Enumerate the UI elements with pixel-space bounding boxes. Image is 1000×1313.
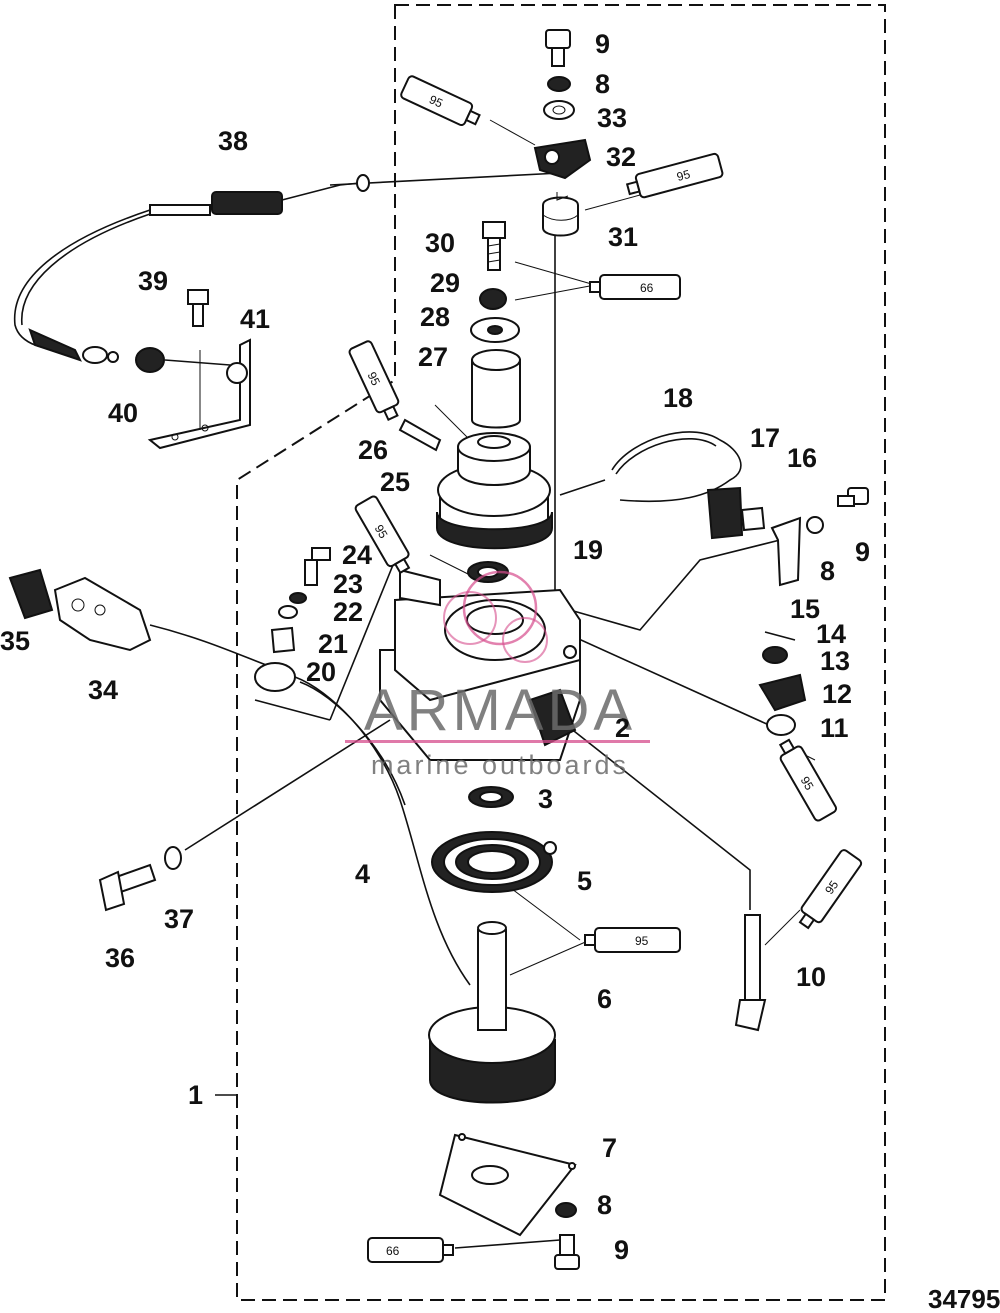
cable-38	[13, 174, 370, 364]
grease-tube-t4: 95	[348, 340, 400, 422]
gear-25	[436, 432, 553, 550]
callout-22: 22	[333, 597, 363, 627]
tube-label: 95	[427, 92, 445, 110]
bracket-assembly	[135, 289, 251, 450]
callout-20: 20	[306, 657, 336, 687]
callout-12: 12	[822, 679, 852, 709]
grease-tube-t6: 95	[778, 738, 838, 822]
callout-23: 23	[333, 569, 363, 599]
bolt-36-washer-37	[98, 846, 182, 912]
grease-tube-t2: 95	[625, 152, 724, 199]
callout-28: 28	[420, 302, 450, 332]
grease-tube-t5: 95	[354, 495, 411, 575]
assembly-boundary	[236, 4, 886, 1301]
callout-6: 6	[597, 984, 612, 1014]
callout-19: 19	[573, 535, 603, 565]
callout-15: 15	[790, 594, 820, 624]
spring-and-pulley	[428, 786, 557, 1104]
callout-32: 32	[606, 142, 636, 172]
tube-label: 95	[798, 774, 817, 793]
grease-tube-t8: 95	[584, 927, 681, 953]
callout-14: 14	[816, 619, 846, 649]
callout-39: 39	[138, 266, 168, 296]
callout-41: 41	[240, 304, 270, 334]
watermark-title: ARMADA	[364, 678, 636, 743]
callout-37: 37	[164, 904, 194, 934]
callout-29: 29	[430, 268, 460, 298]
callout-34: 34	[88, 675, 118, 705]
tube-label: 66	[640, 281, 654, 295]
callout-25: 25	[380, 467, 410, 497]
callout-8-right: 8	[820, 556, 835, 586]
right-parts	[734, 631, 807, 1032]
callout-2: 2	[615, 713, 630, 743]
grease-tube-t9: 66	[367, 1237, 454, 1263]
callout-30: 30	[425, 228, 455, 258]
watermark-subtitle: marine outboards	[371, 750, 629, 780]
callouts: 9 8 33 32 38 31 30 29 28 39 41 27 40 18 …	[0, 29, 870, 1265]
grease-tube-t7: 95	[798, 849, 863, 930]
callout-7: 7	[602, 1133, 617, 1163]
callout-24: 24	[342, 540, 372, 570]
tube-label: 95	[635, 934, 649, 948]
callout-1: 1	[188, 1080, 203, 1110]
grease-tube-t3: 66	[589, 274, 681, 300]
callout-11: 11	[820, 713, 849, 743]
watermark: ARMADA marine outboards	[345, 570, 650, 780]
top-stack	[533, 29, 592, 237]
callout-8: 8	[595, 69, 610, 99]
callout-18: 18	[663, 383, 693, 413]
tube-label: 95	[365, 370, 383, 388]
figure-number: 34795	[928, 1284, 1000, 1313]
callout-9: 9	[595, 29, 610, 59]
callout-36: 36	[105, 943, 135, 973]
callout-33: 33	[597, 103, 627, 133]
callout-26: 26	[358, 435, 388, 465]
callout-13: 13	[820, 646, 850, 676]
grease-tube-t1: 95	[400, 75, 481, 127]
callout-9-bottom: 9	[614, 1235, 629, 1265]
base-plate-7	[438, 1133, 580, 1270]
tube-label: 95	[372, 522, 391, 541]
callout-10: 10	[796, 962, 826, 992]
callout-4: 4	[355, 859, 370, 889]
tube-label: 66	[386, 1244, 400, 1258]
callout-21: 21	[318, 629, 348, 659]
callout-27: 27	[418, 342, 448, 372]
callout-40: 40	[108, 398, 138, 428]
callout-9-right: 9	[855, 537, 870, 567]
callout-17: 17	[750, 423, 780, 453]
callout-38: 38	[218, 126, 248, 156]
callout-3: 3	[538, 784, 553, 814]
callout-8-bottom: 8	[597, 1190, 612, 1220]
small-parts-left	[270, 547, 509, 654]
tube-label: 95	[675, 167, 692, 184]
callout-5: 5	[577, 866, 592, 896]
wire-and-switch	[611, 431, 869, 587]
remote-34-35	[8, 568, 471, 986]
upper-shaft-parts	[398, 221, 521, 452]
callout-35: 35	[0, 626, 30, 656]
leader-lines	[184, 119, 816, 1249]
callout-31: 31	[608, 222, 638, 252]
callout-16: 16	[787, 443, 817, 473]
